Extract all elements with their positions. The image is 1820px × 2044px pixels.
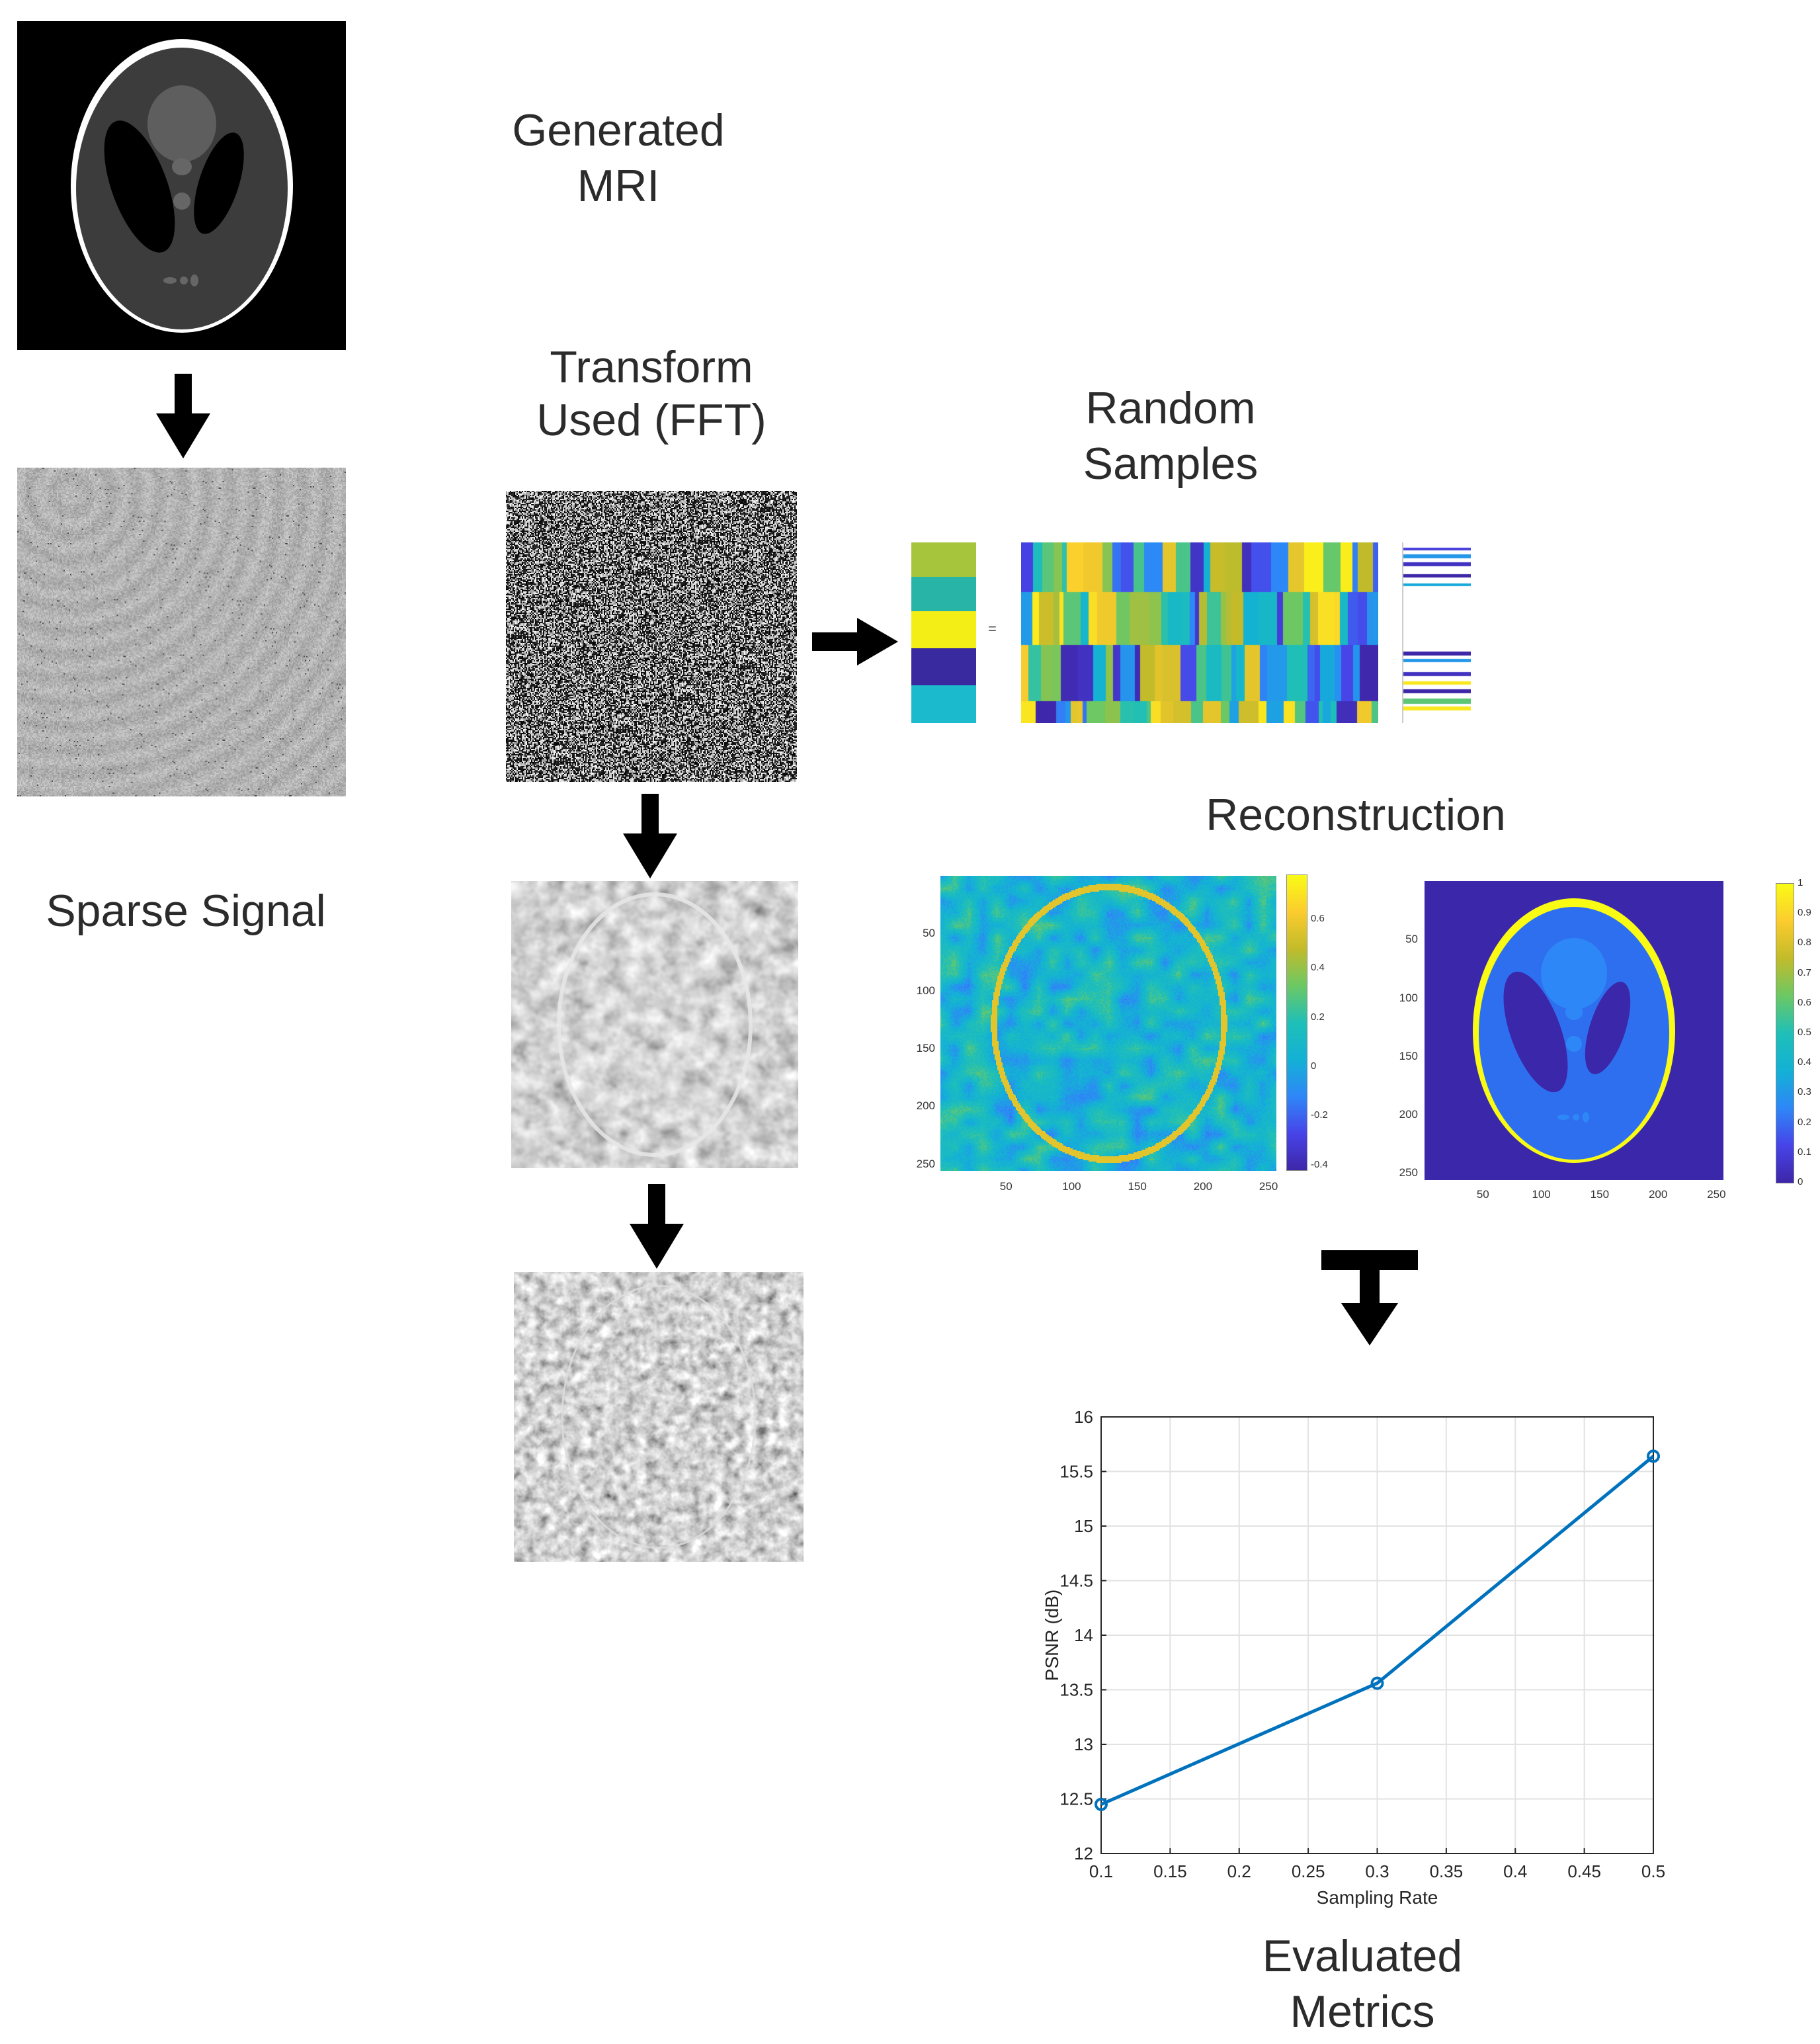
- colorbar-tick-label: 0.2: [1798, 1116, 1811, 1128]
- y-tick-label: 16: [1074, 1407, 1093, 1427]
- x-tick-label: 0.25: [1292, 1861, 1325, 1881]
- x-tick-label: 200: [1193, 1180, 1213, 1193]
- y-tick-label: 13: [1074, 1734, 1093, 1754]
- y-tick-label: 250: [1399, 1166, 1418, 1179]
- y-tick-label: 15: [1074, 1516, 1093, 1536]
- evaluated-metrics-label: Evaluated Metrics: [1262, 1931, 1463, 2037]
- colorbar-tick-label: 0.4: [1311, 962, 1325, 974]
- x-tick-label: 50: [999, 1180, 1013, 1193]
- colorbar-tick-label: 0.7: [1798, 966, 1811, 978]
- arrow-down-icon: [1321, 1250, 1418, 1345]
- colorbar-tick-label: 0: [1798, 1176, 1803, 1187]
- sparse-signal-label: Sparse Signal: [46, 886, 326, 936]
- error-map: [940, 876, 1276, 1171]
- x-tick-label: 100: [1532, 1188, 1551, 1201]
- sparse-signal-image: [17, 468, 346, 796]
- y-tick-label: 100: [916, 984, 935, 998]
- colorbar-tick-label: 0.9: [1798, 907, 1811, 919]
- x-tick-label: 50: [1476, 1188, 1489, 1201]
- x-tick-label: 0.35: [1430, 1861, 1464, 1881]
- data-point: [1647, 1449, 1660, 1463]
- colorbar-tick-label: -0.4: [1311, 1158, 1328, 1170]
- y-tick-label: 150: [1399, 1049, 1418, 1062]
- x-tick-label: 0.45: [1567, 1861, 1601, 1881]
- psnr-line-chart: 0.1 0.15 0.2 0.25 0.3 0.35 0.4 0.45 0.5 12 12.5 13 1…: [1042, 1407, 1665, 1908]
- colorbar-tick-label: 1: [1798, 877, 1803, 888]
- transform-label: Transform Used (FFT): [536, 342, 766, 445]
- x-tick-label: 200: [1648, 1188, 1668, 1201]
- y-tick-label: 13.5: [1059, 1680, 1093, 1700]
- y-tick-label: 200: [916, 1099, 935, 1113]
- x-axis-label: Sampling Rate: [1317, 1887, 1438, 1908]
- phantom-colorbar: [1776, 883, 1794, 1183]
- y-tick-label: 12: [1074, 1844, 1093, 1863]
- error-colorbar: [1286, 874, 1307, 1171]
- x-tick-label: 0.2: [1227, 1861, 1251, 1881]
- x-tick-label: 0.4: [1503, 1861, 1527, 1881]
- arrow-down-icon: [630, 1184, 684, 1269]
- x-tick-label: 250: [1707, 1188, 1726, 1201]
- filtered-image: [514, 1272, 804, 1562]
- reconstructed-phantom-plot: [1425, 881, 1723, 1180]
- arrow-down-icon: [623, 794, 677, 878]
- x-tick-label: 0.5: [1641, 1861, 1665, 1881]
- arrow-right-icon: [812, 618, 898, 665]
- y-tick-label: 150: [916, 1042, 935, 1055]
- colorbar-tick-label: 0.6: [1311, 912, 1325, 924]
- x-tick-label: 0.3: [1365, 1861, 1389, 1881]
- sparse-vector: [1402, 542, 1471, 723]
- generated-mri-label: Generated MRI: [512, 105, 725, 211]
- reconstruction-label: Reconstruction: [1206, 790, 1506, 840]
- x-tick-label: 150: [1128, 1180, 1147, 1193]
- data-point: [1095, 1797, 1108, 1811]
- colorbar-tick-label: 0.1: [1798, 1146, 1811, 1158]
- colorbar-tick-label: 0.3: [1798, 1086, 1811, 1098]
- y-tick-label: 12.5: [1059, 1789, 1093, 1809]
- y-tick-label: 100: [1399, 991, 1418, 1004]
- random-samples-label: Random Samples: [1083, 383, 1259, 489]
- colorbar-tick-label: -0.2: [1311, 1109, 1328, 1121]
- data-point: [1370, 1676, 1384, 1690]
- fft-noise-image: [506, 491, 797, 782]
- y-tick-label: 15.5: [1059, 1462, 1093, 1482]
- colorbar-tick-label: 0.2: [1311, 1011, 1325, 1023]
- x-tick-label: 0.1: [1089, 1861, 1113, 1881]
- colorbar-tick-label: 0.8: [1798, 937, 1811, 949]
- phantom-image: [17, 21, 346, 350]
- x-tick-label: 150: [1590, 1188, 1610, 1201]
- x-tick-label: 0.15: [1153, 1861, 1187, 1881]
- y-tick-label: 250: [916, 1157, 935, 1170]
- y-tick-label: 200: [1399, 1108, 1418, 1121]
- measurement-vector: [911, 542, 976, 723]
- colorbar-tick-label: 0.4: [1798, 1056, 1811, 1068]
- arrow-down-icon: [156, 374, 210, 458]
- colorbar-tick-label: 0: [1311, 1060, 1317, 1072]
- reconstruction-error-plot: [913, 867, 1276, 1197]
- y-tick-label: 14.5: [1059, 1571, 1093, 1591]
- x-tick-label: 100: [1062, 1180, 1081, 1193]
- y-tick-label: 50: [1405, 933, 1418, 946]
- y-axis-label: PSNR (dB): [1042, 1590, 1062, 1681]
- equals-sign: =: [988, 620, 997, 637]
- x-tick-label: 250: [1259, 1180, 1278, 1193]
- inverse-fft-image: [511, 881, 798, 1168]
- series-line: [1100, 1455, 1655, 1807]
- colorbar-tick-label: 0.5: [1798, 1027, 1811, 1038]
- y-tick-label: 50: [923, 927, 935, 940]
- sensing-matrix: [1021, 542, 1378, 723]
- colorbar-tick-label: 0.6: [1798, 996, 1811, 1008]
- y-tick-label: 14: [1074, 1625, 1093, 1645]
